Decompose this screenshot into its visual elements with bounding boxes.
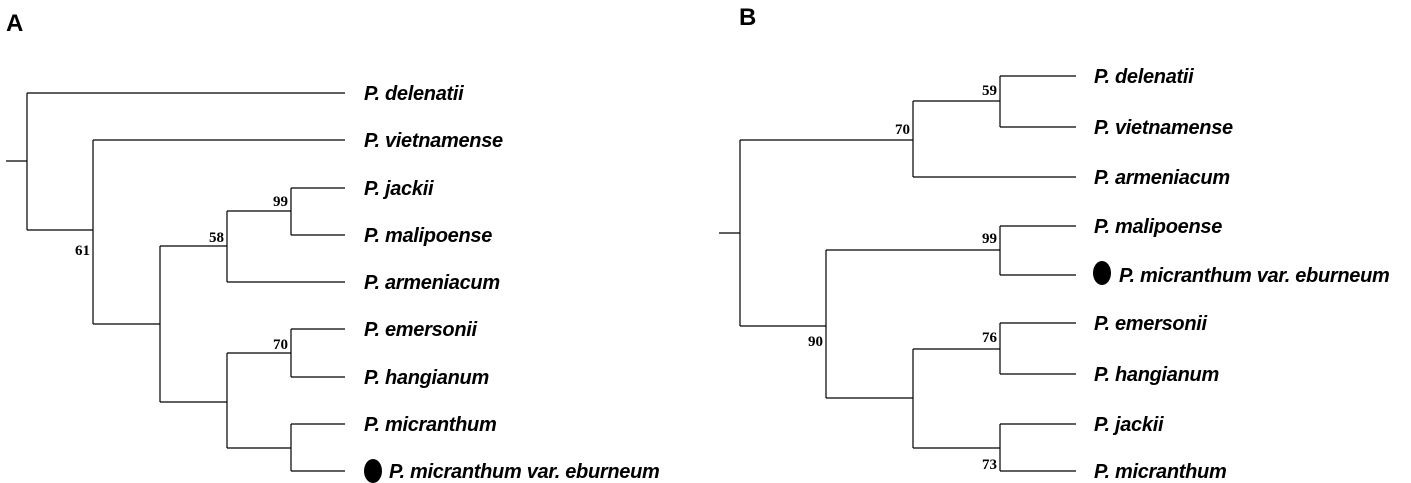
support-value: 59 — [982, 83, 997, 99]
panel-a-tree — [6, 92, 345, 472]
panel-b: B — [719, 4, 1390, 483]
panel-a-taxon-labels: P. delenatii P. vietnamense P. jackii P.… — [364, 83, 660, 483]
support-value: 90 — [808, 334, 823, 350]
panel-a-label: A — [6, 10, 23, 37]
taxon-label: P. jackii — [1094, 414, 1164, 436]
taxon-label: P. armeniacum — [364, 272, 500, 294]
taxon-label: P. emersonii — [364, 319, 478, 341]
taxon-label: P. micranthum — [364, 414, 496, 436]
support-value: 99 — [982, 231, 997, 247]
panel-b-taxon-labels: P. delenatii P. vietnamense P. armeniacu… — [1093, 66, 1390, 483]
marker-dot — [1093, 261, 1111, 285]
taxon-label: P. malipoense — [364, 225, 492, 247]
taxon-label: P. delenatii — [1094, 66, 1194, 88]
support-value: 73 — [982, 457, 997, 473]
taxon-label: P. micranthum var. eburneum — [1119, 265, 1390, 287]
taxon-label: P. jackii — [364, 178, 434, 200]
taxon-label: P. delenatii — [364, 83, 464, 105]
panel-a: A — [6, 10, 660, 483]
taxon-label: P. vietnamense — [1094, 117, 1233, 139]
support-value: 58 — [209, 230, 224, 246]
taxon-label: P. micranthum — [1094, 461, 1226, 483]
support-value: 70 — [895, 122, 910, 138]
taxon-label: P. vietnamense — [364, 130, 503, 152]
taxon-label: P. armeniacum — [1094, 167, 1230, 189]
panel-b-tree — [719, 75, 1076, 472]
support-value: 76 — [982, 330, 998, 346]
panel-b-label: B — [739, 4, 756, 31]
support-value: 70 — [273, 337, 288, 353]
taxon-label: P. micranthum var. eburneum — [389, 461, 660, 483]
panel-a-support-values: 61 58 99 70 — [75, 194, 288, 353]
marker-dot — [364, 459, 382, 483]
taxon-label: P. hangianum — [364, 367, 489, 389]
taxon-label: P. emersonii — [1094, 313, 1208, 335]
panel-b-support-values: 70 59 99 90 76 73 — [808, 83, 998, 473]
support-value: 99 — [273, 194, 288, 210]
taxon-label: P. hangianum — [1094, 364, 1219, 386]
taxon-label: P. malipoense — [1094, 216, 1222, 238]
support-value: 61 — [75, 243, 90, 259]
